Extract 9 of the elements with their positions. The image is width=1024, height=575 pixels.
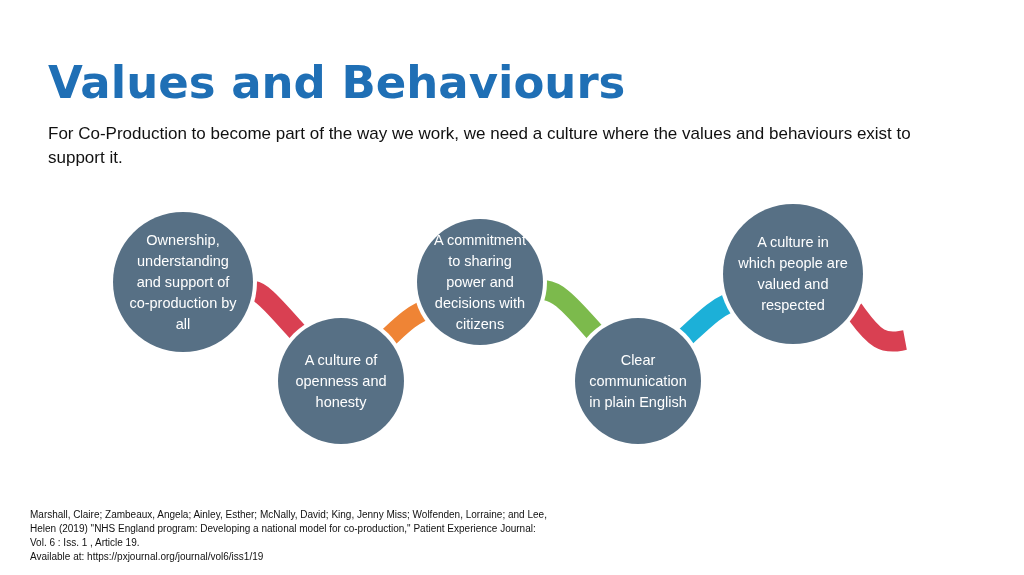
citation-text: Available at: https://pxjournal.org/journal/vol6/iss1/19 — [30, 550, 265, 564]
value-text: A culture in which people are valued and respected — [737, 233, 849, 315]
value-text: Ownership, understanding and support of co-production by all — [128, 230, 238, 334]
intro-text: For Co-Production to become part of the way we work, we need a culture where the values and behaviours exist to support it. — [48, 123, 912, 169]
citation-text: Marshall, Claire; Zambeaux, Angela; Ainley, Esther; McNally, David; King, Jenny Miss; Wolfenden, Lorraine; and Lee, Helen (2019) "NHS England program: Developing a national model for co-production," Patient Experience Journal: Vol. 6 : Iss. 1 , Article 19. — [30, 508, 548, 550]
value-text: A commitment to sharing power and decisions with citizens — [433, 230, 527, 334]
value-text: Clear communication in plain English — [588, 350, 688, 412]
title: Values and Behaviours — [48, 56, 626, 109]
value-text: A culture of openness and honesty — [294, 350, 388, 412]
